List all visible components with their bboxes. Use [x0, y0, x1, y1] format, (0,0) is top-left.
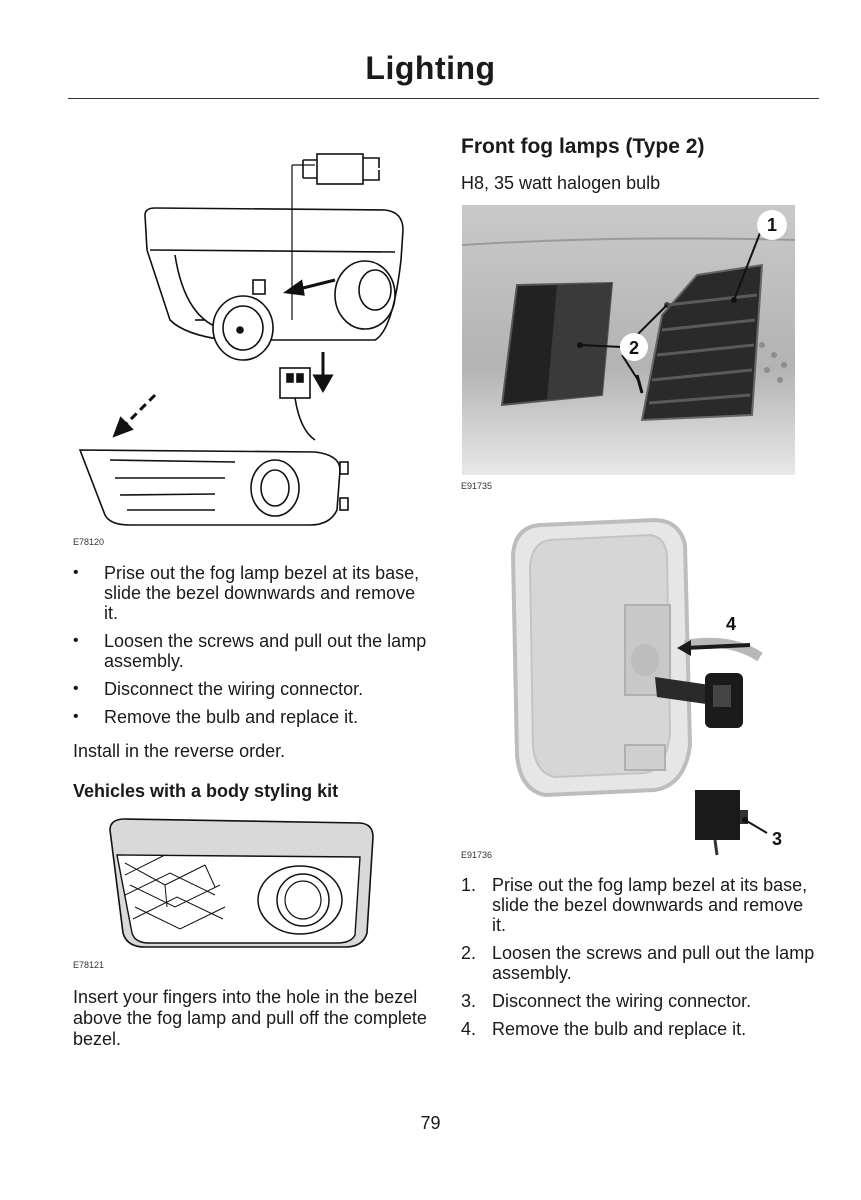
bullet-item: Disconnect the wiring connector.: [73, 679, 433, 699]
figure-code-e91735: E91735: [461, 481, 493, 491]
callout-1: 1: [767, 215, 777, 235]
step-item: 4.Remove the bulb and replace it.: [461, 1019, 747, 1039]
fog-lamps-type2-heading: Front fog lamps (Type 2): [461, 135, 705, 158]
figure-code-e78121: E78121: [73, 960, 105, 970]
bullet-item: Loosen the screws and pull out the lamp …: [73, 631, 433, 671]
step-item: 2.Loosen the screws and pull out the lam…: [461, 943, 815, 983]
page-title: Lighting: [365, 50, 496, 86]
install-note: Install in the reverse order.: [73, 741, 286, 761]
title-divider: [68, 98, 819, 99]
figure-code-e91736: E91736: [461, 850, 493, 860]
callout-2: 2: [629, 338, 639, 358]
callout-3: 3: [772, 829, 782, 849]
step-item: 3.Disconnect the wiring connector.: [461, 991, 752, 1011]
bullet-item: Remove the bulb and replace it.: [73, 707, 433, 727]
bullet-item: Prise out the fog lamp bezel at its base…: [73, 563, 433, 623]
fog-lamp-exploded-figure: [78, 153, 404, 526]
removal-bullet-list: Prise out the fog lamp bezel at its base…: [73, 563, 433, 735]
bulb-spec: H8, 35 watt halogen bulb: [461, 173, 661, 193]
styling-kit-heading: Vehicles with a body styling kit: [73, 781, 339, 801]
page-number: 79: [420, 1113, 441, 1133]
bumper-bezel-photo: 1 2: [462, 205, 795, 475]
styling-kit-text: Insert your fingers into the hole in the…: [73, 987, 427, 1049]
figure-code-e78120: E78120: [73, 537, 105, 547]
styling-kit-bezel-figure: [109, 818, 374, 948]
removal-steps-list: 1.Prise out the fog lamp bezel at its ba…: [461, 875, 821, 1047]
step-item: 1.Prise out the fog lamp bezel at its ba…: [461, 875, 808, 935]
fog-lamp-assembly-figure: 4 3: [510, 517, 782, 856]
callout-4: 4: [726, 614, 736, 634]
